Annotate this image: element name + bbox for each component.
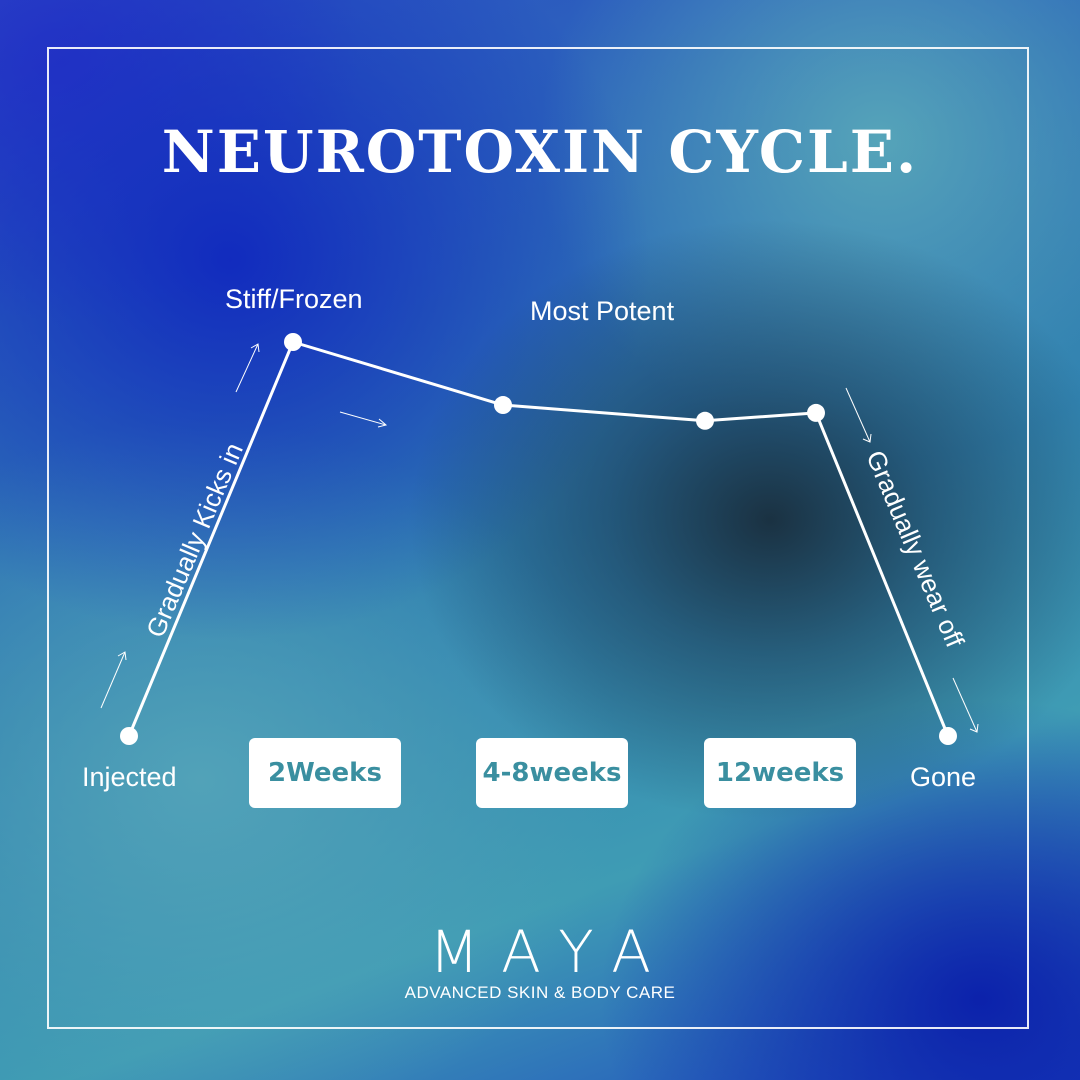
page-title: NEUROTOXIN CYCLE. xyxy=(161,118,919,186)
label-injected: Injected xyxy=(82,762,177,792)
label-most-potent: Most Potent xyxy=(530,296,675,326)
arrow-wear-lower-head xyxy=(969,723,979,733)
arrow-wear-upper xyxy=(845,387,871,443)
arrow-kicks-lower xyxy=(100,651,126,709)
week-box-4-8weeks: 4-8weeks xyxy=(476,738,628,808)
arrow-wear-lower xyxy=(952,677,978,733)
cycle-line xyxy=(127,340,950,737)
cycle-point-2weeks xyxy=(494,396,512,415)
arrow-kicks-lower-head xyxy=(117,651,127,661)
arrow-wear-upper-head xyxy=(862,433,872,443)
week-box-2weeks: 2Weeks xyxy=(249,738,401,808)
arrow-plateau-head xyxy=(377,418,388,428)
cycle-point-stiff-frozen xyxy=(284,333,302,351)
cycle-point-injected xyxy=(120,727,138,745)
brand-logo: MAYA xyxy=(429,918,673,986)
brand-tagline: ADVANCED SKIN & BODY CARE xyxy=(404,983,676,1002)
week-box-12weeks: 12weeks xyxy=(704,738,856,808)
cycle-point-gone xyxy=(939,727,957,745)
cycle-point-4-8weeks xyxy=(696,411,714,430)
arrow-kicks-upper-head xyxy=(250,343,260,353)
label-stiff-frozen: Stiff/Frozen xyxy=(225,284,363,314)
cycle-point-12weeks xyxy=(807,403,825,422)
arrow-kicks-upper xyxy=(235,343,259,393)
border-frame xyxy=(47,47,1029,1029)
label-gone: Gone xyxy=(910,762,977,792)
arrow-plateau xyxy=(339,411,387,426)
